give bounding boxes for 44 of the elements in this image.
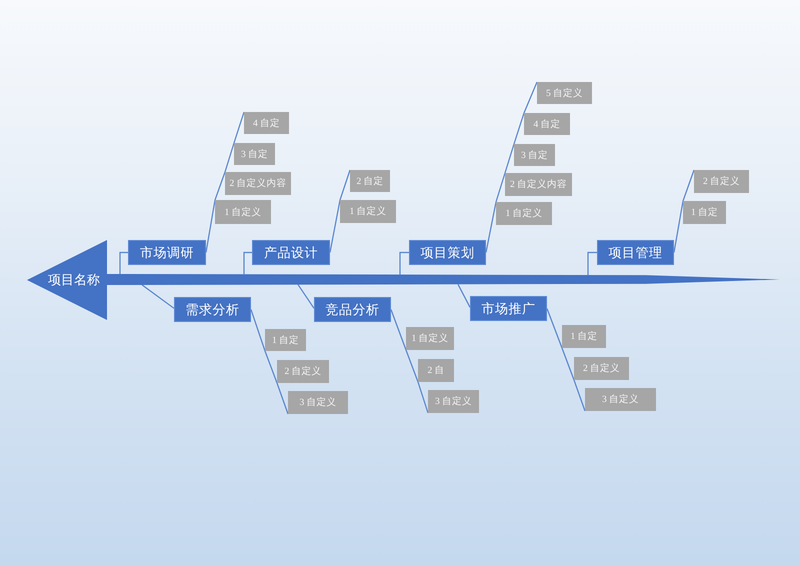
item-box: 1 自定 [265,329,306,351]
branch-line [485,82,538,253]
category-box: 项目管理 [597,240,674,265]
connector-line [142,284,174,309]
item-box: 3 自定 [234,143,275,165]
branch-line [329,170,351,253]
item-box: 1 自定 [683,201,726,224]
branch-line [673,170,695,253]
category-box: 市场推广 [470,296,547,321]
item-box: 1 自定义 [215,200,271,224]
item-box: 2 自定义内容 [225,172,291,195]
branch-line [390,309,429,414]
item-box: 2 自定义 [574,357,629,380]
connector-line [587,252,597,275]
head-triangle: 项目名称 [27,240,107,320]
connector-line [399,252,409,275]
connector-line [119,252,128,274]
item-box: 3 自定义 [428,390,479,413]
item-box: 2 自 [418,359,454,382]
item-box: 4 自定 [524,113,570,135]
item-box: 2 自定义 [694,170,749,193]
connector-line [298,284,314,309]
branch-line [250,309,289,414]
item-box: 2 自定义内容 [505,173,572,196]
item-box: 2 自定义 [277,360,329,383]
connector-line [243,252,252,274]
item-box: 3 自定义 [288,391,348,414]
category-box: 产品设计 [252,240,330,265]
category-box: 需求分析 [174,297,251,322]
item-box: 1 自定 [562,325,606,348]
item-box: 3 自定义 [585,388,656,411]
category-box: 项目策划 [409,240,486,265]
item-box: 1 自定义 [496,202,552,225]
item-box: 3 自定 [514,144,555,166]
item-box: 1 自定义 [406,327,454,350]
category-box: 市场调研 [128,240,206,265]
item-box: 4 自定 [244,112,289,134]
connector-line [457,284,471,308]
branch-line [546,308,586,412]
item-box: 1 自定义 [340,200,396,223]
category-box: 竞品分析 [314,297,391,322]
item-box: 5 自定义 [537,82,592,104]
item-box: 2 自定 [350,170,390,192]
branch-line [205,112,245,253]
